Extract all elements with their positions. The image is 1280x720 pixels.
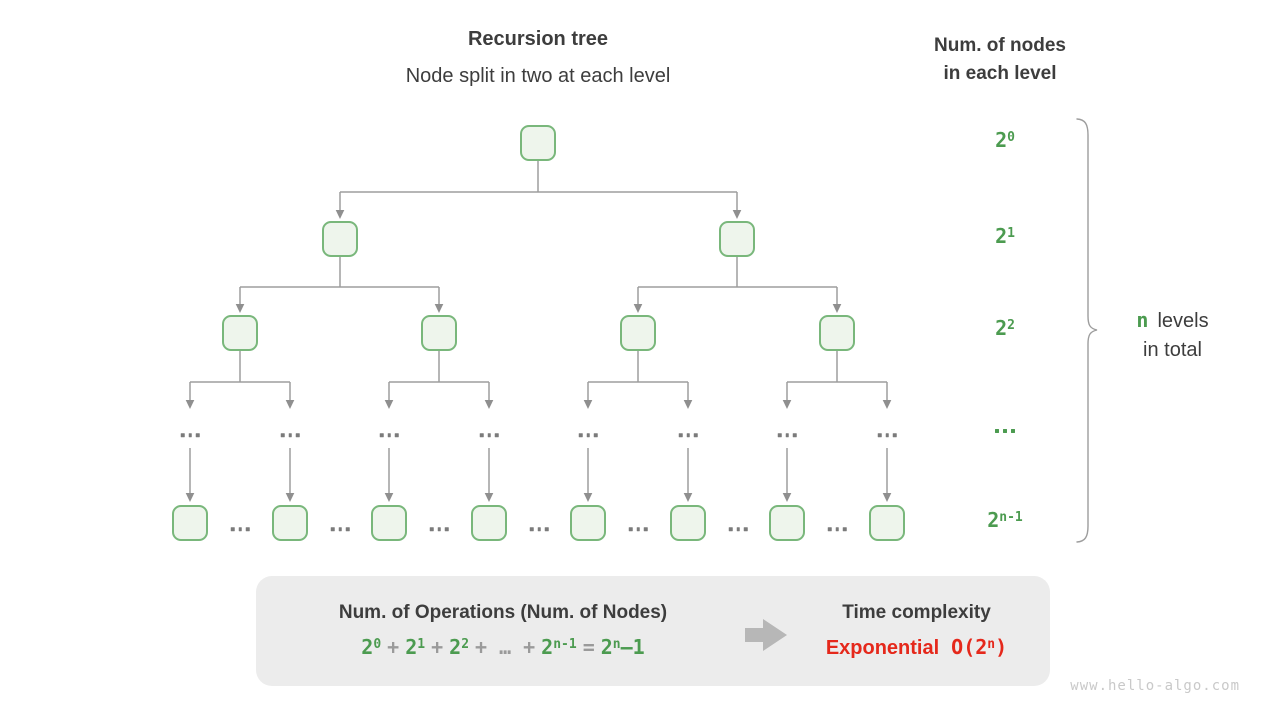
ellipsis-dots [777, 433, 797, 437]
tree-node [719, 221, 755, 257]
formula-segment: 2 [461, 637, 470, 652]
arrowhead-icon [484, 400, 494, 409]
level-label: 22 [995, 316, 1015, 340]
ellipsis-dots [995, 429, 1015, 433]
tree-node [769, 505, 805, 541]
tree-node [570, 505, 606, 541]
ellipsis-dots [330, 527, 350, 531]
n-variable: n [1136, 308, 1149, 332]
arrowhead-icon [732, 210, 742, 219]
arrowhead-icon [583, 400, 593, 409]
tree-node [272, 505, 308, 541]
formula-segment: + [431, 635, 444, 659]
formula-segment: n [612, 637, 621, 652]
tree-node [869, 505, 905, 541]
formula-segment: = [582, 635, 595, 659]
ellipsis-dots [479, 433, 499, 437]
ellipsis-dots [877, 433, 897, 437]
arrowhead-icon [882, 400, 892, 409]
formula-segment: n-1 [553, 637, 577, 652]
formula-segment: + [475, 635, 488, 659]
ellipsis-dots [529, 527, 549, 531]
formula-segment: 2 [541, 635, 554, 659]
ellipsis-dots [578, 433, 598, 437]
formula-segment: 2 [405, 635, 418, 659]
summary-panel: Num. of Operations (Num. of Nodes) 20+21… [256, 576, 1050, 686]
ellipsis-dots [728, 527, 748, 531]
right-arrow-icon [745, 619, 787, 651]
tree-node [670, 505, 706, 541]
level-label: 2n-1 [987, 508, 1023, 532]
brace [1076, 118, 1098, 543]
arrowhead-icon [583, 493, 593, 502]
operations-formula: 20+21+22+…+2n-1=2n–1 [273, 635, 733, 659]
time-complexity-title: Time complexity [842, 602, 991, 623]
formula-segment: 2 [600, 635, 613, 659]
tree-node [322, 221, 358, 257]
level-label: 21 [995, 224, 1015, 248]
arrowhead-icon [484, 493, 494, 502]
levels-text: levels [1157, 310, 1209, 332]
complexity-segment: n [987, 637, 996, 652]
formula-segment: 2 [361, 635, 374, 659]
formula-segment: + [387, 635, 400, 659]
brace-label-line2: in total [1143, 339, 1202, 361]
formula-segment: … [499, 635, 512, 659]
arrowhead-icon [384, 493, 394, 502]
formula-segment: + [523, 635, 536, 659]
ellipsis-dots [280, 433, 300, 437]
ellipsis-dots [678, 433, 698, 437]
diagram-title: Recursion tree [467, 28, 609, 50]
formula-segment: 0 [373, 637, 382, 652]
arrowhead-icon [782, 493, 792, 502]
arrowhead-icon [285, 400, 295, 409]
tree-node [371, 505, 407, 541]
formula-segment: 2 [449, 635, 462, 659]
tree-node [222, 315, 258, 351]
tree-node [471, 505, 507, 541]
ellipsis-dots [429, 527, 449, 531]
arrowhead-icon [335, 210, 345, 219]
formula-segment: –1 [620, 635, 645, 659]
arrowhead-icon [185, 493, 195, 502]
arrowhead-icon [384, 400, 394, 409]
arrowhead-icon [683, 493, 693, 502]
tree-node [172, 505, 208, 541]
watermark: www.hello-algo.com [1070, 678, 1240, 694]
ellipsis-dots [230, 527, 250, 531]
arrowhead-icon [882, 493, 892, 502]
arrowhead-icon [434, 304, 444, 313]
tree-node [520, 125, 556, 161]
ellipsis-dots [827, 527, 847, 531]
complexity-segment: Exponential [825, 637, 940, 659]
tree-node [620, 315, 656, 351]
right-title-line2: in each level [943, 63, 1057, 84]
ellipsis-dots [628, 527, 648, 531]
tree-node [421, 315, 457, 351]
tree-node [819, 315, 855, 351]
operations-title: Num. of Operations (Num. of Nodes) [338, 602, 668, 623]
arrowhead-icon [832, 304, 842, 313]
complexity-segment: ) [995, 635, 1008, 659]
ellipsis-dots [180, 433, 200, 437]
level-label: 20 [995, 128, 1015, 152]
arrowhead-icon [782, 400, 792, 409]
arrowhead-icon [633, 304, 643, 313]
diagram-subtitle: Node split in two at each level [405, 65, 671, 87]
arrowhead-icon [285, 493, 295, 502]
right-column-title: Num. of nodes in each level [890, 32, 1110, 88]
right-title-line1: Num. of nodes [934, 35, 1066, 56]
arrowhead-icon [235, 304, 245, 313]
arrowhead-icon [185, 400, 195, 409]
complexity-result: Exponential O(2n) [794, 635, 1039, 660]
arrowhead-icon [683, 400, 693, 409]
complexity-segment: O(2 [951, 635, 988, 659]
ellipsis-dots [379, 433, 399, 437]
formula-segment: 1 [417, 637, 426, 652]
